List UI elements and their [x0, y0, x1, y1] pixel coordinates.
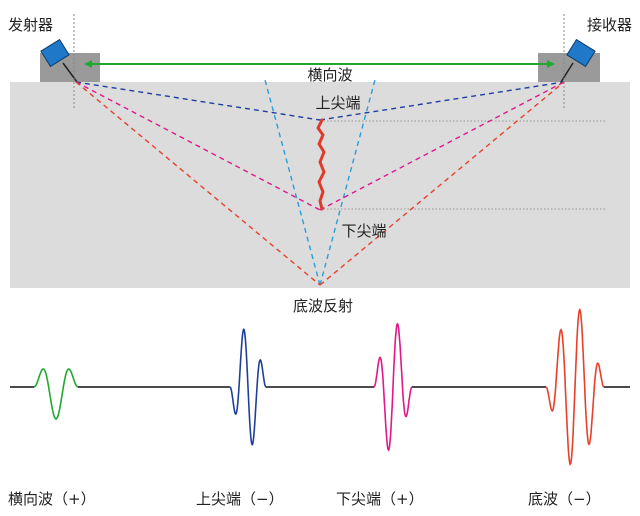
backwall-caption: 底波（−） [528, 490, 601, 508]
lateral-wave-caption: 横向波（+） [8, 490, 96, 508]
lower-tip-label: 下尖端 [341, 222, 386, 240]
backwall-signal [545, 308, 605, 466]
a-scan-signal [10, 308, 630, 466]
backwall-path-left [75, 81, 321, 286]
lower-tip-caption: 下尖端（+） [336, 490, 424, 508]
upper-tip-label: 上尖端 [315, 94, 360, 112]
lower-tip-path-left [75, 81, 321, 211]
backwall-path-right [319, 81, 565, 286]
receiver-label: 接收器 [587, 16, 632, 34]
crack-defect [316, 118, 326, 211]
backwall-reflection-label: 底波反射 [293, 297, 353, 315]
lateral-wave-signal [33, 368, 79, 420]
lower-tip-path-right [319, 81, 565, 211]
receiver-probe-icon [566, 38, 596, 68]
upper-tip-caption: 上尖端（−） [196, 490, 284, 508]
upper-tip-signal [229, 328, 267, 446]
lower-tip-signal [373, 322, 413, 452]
lateral-wave-label: 横向波 [307, 66, 352, 84]
transmitter-probe-icon [40, 38, 70, 68]
transmitter-label: 发射器 [8, 16, 53, 34]
